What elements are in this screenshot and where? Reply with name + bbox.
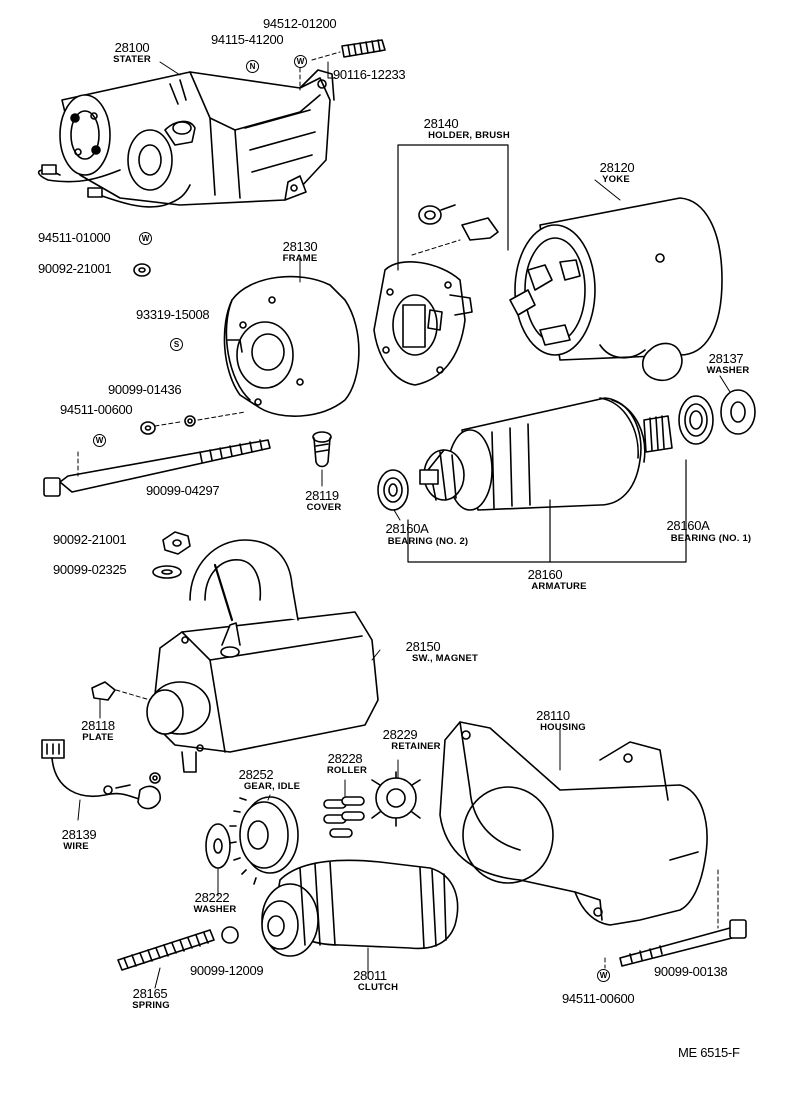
part-name-plate: PLATE: [82, 732, 114, 743]
part-name-gear-idle: GEAR, IDLE: [243, 781, 301, 792]
fastener-90099-01436: 90099-01436: [108, 382, 182, 397]
housing-drawing: [439, 721, 708, 926]
part-number-28229: 28229: [382, 727, 418, 742]
part-number-28130: 28130: [282, 239, 318, 254]
part-name-spring: SPRING: [132, 1000, 170, 1011]
roller-drawing: [323, 796, 365, 838]
part-name-yoke: YOKE: [602, 174, 630, 185]
fastener-90099-04297: 90099-04297: [146, 483, 220, 498]
part-number-28137: 28137: [708, 351, 744, 366]
part-name-washer-28222: WASHER: [193, 904, 237, 915]
part-name-stater: STATER: [113, 54, 151, 65]
part-name-frame: FRAME: [282, 253, 318, 264]
yoke-drawing: [509, 197, 723, 382]
brush-holder-drawing: [373, 261, 473, 386]
through-bolt-drawing: [43, 439, 271, 497]
part-number-28140: 28140: [423, 116, 459, 131]
nut-symbol-n: N: [246, 60, 259, 73]
part-number-28160a-no1: 28160A: [666, 518, 710, 533]
starter-assembly-drawing: [37, 69, 335, 208]
part-name-armature: ARMATURE: [531, 581, 587, 592]
bearing-no2-drawing: [377, 469, 409, 511]
washer-symbol-w-top: W: [294, 55, 307, 68]
plate-drawing: [91, 681, 116, 701]
fastener-94512-01200: 94512-01200: [263, 16, 337, 31]
part-name-retainer: RETAINER: [391, 741, 441, 752]
fastener-90099-02325: 90099-02325: [53, 562, 127, 577]
part-number-28228: 28228: [327, 751, 363, 766]
nut-washer-mid-drawing: [152, 531, 191, 579]
part-number-28118: 28118: [81, 718, 115, 733]
fastener-90092-21001-upper: 90092-21001: [38, 261, 112, 276]
magnet-switch-drawing: [146, 539, 379, 773]
part-number-28150: 28150: [405, 639, 441, 654]
fastener-94511-00600-lower: 94511-00600: [562, 991, 635, 1006]
fastener-94115-41200: 94115-41200: [211, 32, 284, 47]
fastener-90116-12233: 90116-12233: [333, 67, 406, 82]
part-number-28222: 28222: [194, 890, 230, 905]
part-name-clutch: CLUTCH: [357, 982, 399, 993]
part-number-28119: 28119: [305, 488, 339, 503]
ball-drawing: [221, 926, 239, 944]
wire-drawing: [41, 739, 161, 810]
part-name-wire: WIRE: [63, 841, 89, 852]
retainer-drawing: [371, 771, 421, 827]
stud-bolt-drawing: [341, 39, 386, 58]
part-name-roller: ROLLER: [326, 765, 368, 776]
part-name-bearing-no2: BEARING (NO. 2): [387, 536, 469, 547]
armature-drawing: [419, 397, 673, 511]
part-number-28160: 28160: [527, 567, 563, 582]
part-name-bearing-no1: BEARING (NO. 1): [670, 533, 752, 544]
fastener-90099-00138: 90099-00138: [654, 964, 728, 979]
part-name-cover: COVER: [306, 502, 342, 513]
washer-symbol-w-mid: W: [93, 434, 106, 447]
part-number-28120: 28120: [599, 160, 635, 175]
part-number-28139: 28139: [61, 827, 97, 842]
spring-drawing: [117, 929, 215, 971]
part-name-holder-brush: HOLDER, BRUSH: [428, 130, 510, 141]
part-leader-lines: [77, 61, 731, 989]
fastener-90092-21001-lower: 90092-21001: [53, 532, 127, 547]
nut-drawing-upper: [133, 263, 151, 277]
washer-symbol-w-left: W: [139, 232, 152, 245]
brush-spring-drawing: [418, 204, 499, 241]
spring-washer-symbol-s: S: [170, 338, 183, 351]
idle-gear-drawing: [229, 796, 299, 885]
washer-28137-drawing: [720, 389, 756, 435]
washer-28222-drawing: [205, 823, 231, 869]
leader-lines-top: [299, 51, 341, 91]
washer-symbol-w-bottom: W: [597, 969, 610, 982]
fastener-90099-12009: 90099-12009: [190, 963, 264, 978]
part-number-28110: 28110: [536, 708, 570, 723]
fastener-93319-15008: 93319-15008: [136, 307, 210, 322]
part-number-28165: 28165: [132, 986, 168, 1001]
diagram-code: ME 6515-F: [678, 1045, 740, 1060]
part-name-sw-magnet: SW., MAGNET: [411, 653, 479, 664]
bearing-no1-drawing: [678, 395, 714, 445]
clutch-drawing: [261, 859, 459, 957]
cover-screw-drawing: [312, 431, 332, 468]
housing-bolt-drawing: [619, 919, 747, 967]
part-number-28100: 28100: [114, 40, 150, 55]
part-number-28160a-no2: 28160A: [385, 521, 429, 536]
part-name-washer-28137: WASHER: [706, 365, 750, 376]
part-number-28252: 28252: [238, 767, 274, 782]
part-name-housing: HOUSING: [540, 722, 586, 733]
part-number-28011: 28011: [353, 968, 387, 983]
fastener-94511-00600-upper: 94511-00600: [60, 402, 133, 417]
frame-drawing: [223, 275, 360, 417]
fastener-94511-01000: 94511-01000: [38, 230, 111, 245]
